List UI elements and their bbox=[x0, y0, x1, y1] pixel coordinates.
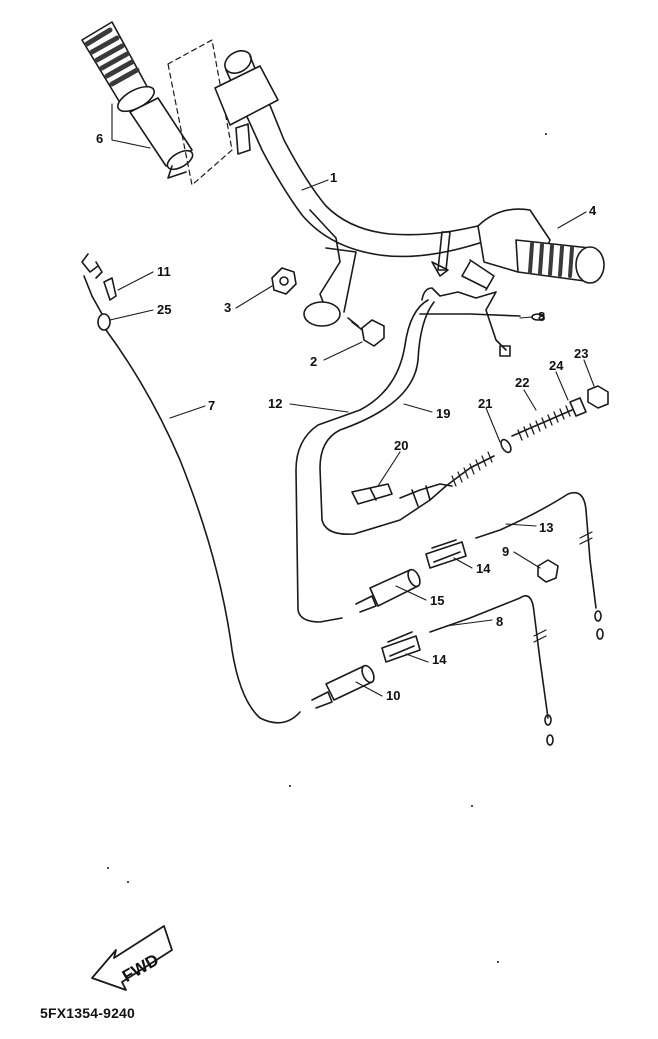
label-14-lower: 14 bbox=[432, 652, 447, 667]
label-25: 25 bbox=[157, 302, 171, 317]
cable-7 bbox=[81, 253, 301, 724]
adjuster-part-21-22 bbox=[399, 405, 573, 507]
break-mark bbox=[579, 531, 593, 545]
cable-13 bbox=[475, 491, 597, 609]
label-10: 10 bbox=[386, 688, 400, 703]
cable-13-end-b bbox=[596, 628, 604, 640]
label-21: 21 bbox=[478, 396, 492, 411]
label-14-upper: 14 bbox=[476, 561, 491, 576]
forward-direction-arrow: FWD bbox=[91, 925, 173, 991]
bolt-part-2 bbox=[347, 317, 385, 347]
nut-part-9 bbox=[537, 559, 559, 583]
clip-part-20 bbox=[351, 483, 393, 505]
label-15: 15 bbox=[430, 593, 444, 608]
label-20: 20 bbox=[394, 438, 408, 453]
label-8-upper: 8 bbox=[538, 309, 545, 324]
label-1: 1 bbox=[330, 170, 337, 185]
label-9: 9 bbox=[502, 544, 509, 559]
cable-19 bbox=[319, 301, 447, 536]
joint-part-14-upper bbox=[425, 539, 467, 569]
break-mark-b bbox=[533, 629, 547, 643]
nut-part-3 bbox=[271, 267, 297, 295]
label-3: 3 bbox=[224, 300, 231, 315]
cable-8-end bbox=[544, 714, 552, 726]
label-19: 19 bbox=[436, 406, 450, 421]
label-8-lower: 8 bbox=[496, 614, 503, 629]
left-switch-outline-dashed bbox=[167, 39, 233, 186]
cable-13-end bbox=[594, 610, 602, 622]
label-7: 7 bbox=[208, 398, 215, 413]
label-22: 22 bbox=[515, 375, 529, 390]
cable-8-lower bbox=[429, 595, 549, 719]
right-throttle-housing bbox=[461, 208, 605, 291]
adjuster-part-24 bbox=[569, 397, 587, 417]
screw-part-11 bbox=[103, 277, 117, 301]
label-12: 12 bbox=[268, 396, 282, 411]
label-6: 6 bbox=[96, 131, 103, 146]
part-labels: 6 1 4 3 2 11 25 7 8 12 19 20 21 22 24 23… bbox=[96, 131, 597, 703]
handlebar bbox=[214, 50, 501, 327]
scan-specks bbox=[107, 133, 547, 963]
bolt-part-23 bbox=[587, 385, 609, 409]
label-13: 13 bbox=[539, 520, 553, 535]
label-4: 4 bbox=[589, 203, 597, 218]
boot-part-10 bbox=[311, 664, 375, 709]
leader-lines bbox=[109, 103, 595, 697]
label-23: 23 bbox=[574, 346, 588, 361]
boot-part-15 bbox=[355, 568, 421, 613]
cable-bracket bbox=[419, 287, 545, 357]
label-2: 2 bbox=[310, 354, 317, 369]
catalog-code: 5FX1354-9240 bbox=[40, 1005, 136, 1021]
left-grip bbox=[81, 21, 194, 179]
label-11: 11 bbox=[157, 264, 171, 279]
joint-part-14-lower bbox=[381, 631, 421, 663]
label-24: 24 bbox=[549, 358, 564, 373]
cable-8-end-b bbox=[546, 734, 554, 746]
cable-12 bbox=[295, 299, 429, 623]
